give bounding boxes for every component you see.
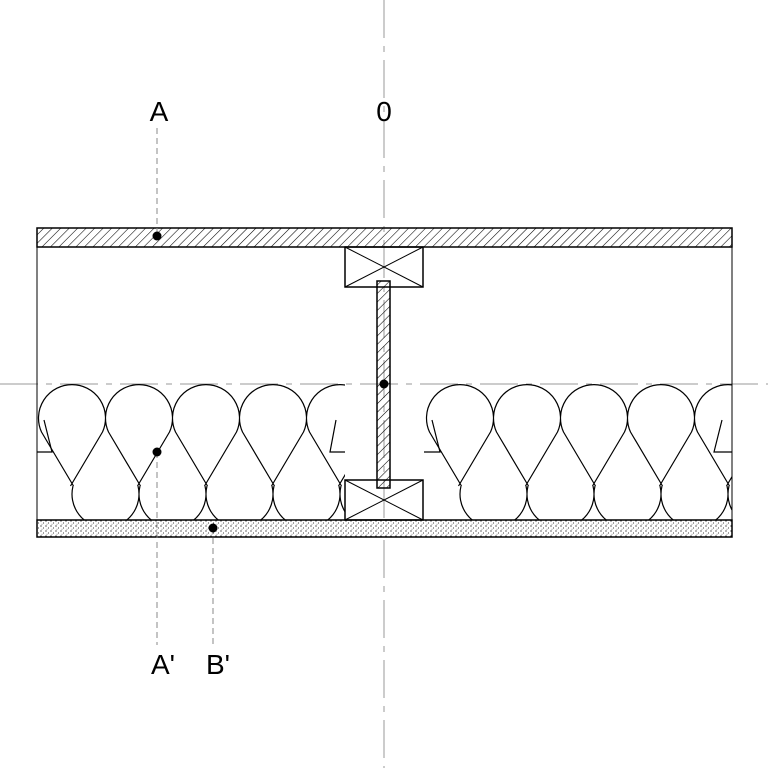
insulation-loops bbox=[37, 384, 345, 520]
insulation-left bbox=[37, 384, 345, 520]
label-b-prime: B' bbox=[206, 649, 230, 680]
point-a bbox=[152, 231, 162, 241]
label-a-prime: A' bbox=[151, 649, 175, 680]
label-a: A bbox=[150, 96, 169, 127]
point-a-prime bbox=[152, 447, 162, 457]
label-zero: 0 bbox=[376, 96, 392, 127]
stud-bottom-flange bbox=[344, 479, 424, 521]
point-b-prime bbox=[208, 523, 218, 533]
insulation-right bbox=[425, 384, 732, 520]
insulation-end-fold bbox=[424, 419, 441, 453]
insulation-end-fold bbox=[37, 419, 53, 453]
insulation-end-fold bbox=[329, 419, 345, 453]
bottom-stippled-board bbox=[36, 519, 733, 538]
point-zero bbox=[379, 379, 389, 389]
insulation-end-fold bbox=[713, 419, 732, 453]
insulation-loops bbox=[425, 384, 732, 520]
top-hatched-board bbox=[36, 227, 733, 248]
